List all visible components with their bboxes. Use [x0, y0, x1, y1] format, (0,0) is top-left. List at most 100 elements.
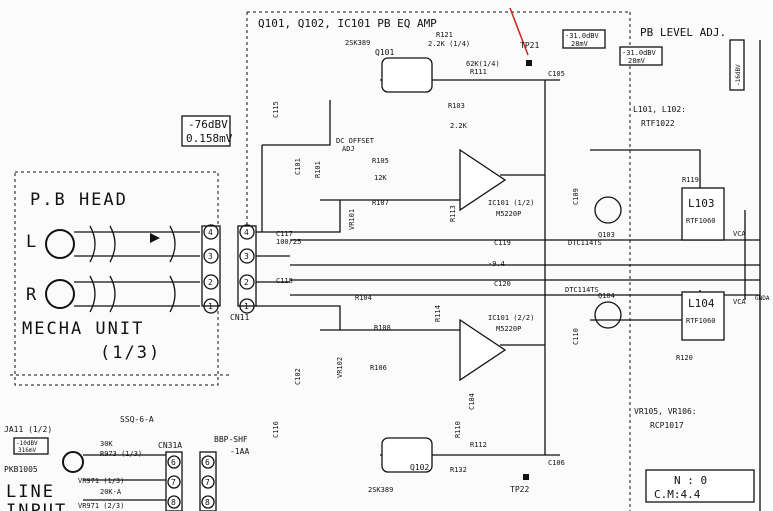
connector-pin	[239, 248, 255, 264]
vr105-part: RCP1017	[650, 421, 684, 430]
component-ref-c101: C101	[294, 158, 302, 175]
amp-traces	[320, 174, 545, 346]
connector-pin-number: 7	[205, 478, 210, 487]
ic101-b-symbol	[459, 318, 507, 382]
input-traces	[256, 200, 341, 330]
q102-part: 2SK389	[368, 486, 393, 494]
vca-bottom: VCA	[733, 298, 746, 306]
connector-pin-number: 8	[205, 498, 210, 507]
connector-pin	[203, 274, 219, 290]
line-label: LINE	[6, 482, 55, 502]
l104-label: L104	[688, 297, 715, 310]
head-coil-l	[45, 229, 75, 259]
tp22-label: TP22	[510, 485, 529, 494]
head-box	[14, 171, 219, 386]
bbp2-label: -1AA	[230, 447, 249, 456]
component-ref-c109: C109	[572, 188, 580, 205]
tp22-marker	[523, 474, 529, 480]
component-ref-r12k: 12K	[374, 174, 387, 182]
component-ref-r121v: 2.2K (1/4)	[428, 40, 470, 48]
input-label: INPUT	[6, 501, 67, 511]
ssq-label: SSQ-6-A	[120, 415, 154, 424]
q102-body	[381, 437, 433, 473]
connector-pin	[201, 475, 215, 489]
component-ref-vr971b: VR971 (2/3)	[78, 502, 124, 510]
component-ref-r111v: 62K(1/4)	[466, 60, 500, 68]
component-ref-c104: C104	[468, 393, 476, 410]
q103-label: Q103	[598, 231, 615, 239]
gnda-label: GNDA	[755, 295, 770, 302]
tp21-level-db: -31.0dBV	[565, 32, 600, 40]
component-ref-c106: C106	[548, 459, 565, 467]
ja11-jack	[62, 451, 84, 473]
connector-pin	[167, 475, 181, 489]
connector-pin	[203, 298, 219, 314]
head-r: R	[26, 285, 38, 305]
right-level-db: -31.0dBV	[622, 49, 657, 57]
q101-body	[381, 57, 433, 93]
component-ref-r107: R107	[372, 199, 389, 207]
ic101-a-symbol	[459, 148, 507, 212]
ic101-a-label: IC101 (1/2)	[488, 199, 534, 207]
vca-top: VCA	[733, 230, 746, 238]
trace-c115	[261, 100, 331, 232]
component-ref-r103v: 2.2K	[450, 122, 468, 130]
head-arrow	[150, 233, 160, 243]
component-ref-r114: R114	[434, 305, 442, 322]
q101-part: 2SK389	[345, 39, 370, 47]
connector-pin	[239, 274, 255, 290]
q104-symbol	[594, 301, 622, 329]
component-ref-r119: R119	[682, 176, 699, 184]
q103-symbol	[594, 196, 622, 224]
component-ref-r106: R106	[370, 364, 387, 372]
q103-part: DTC114TS	[568, 239, 602, 247]
tp21-marker	[526, 60, 532, 66]
input-level-mv: 0.158mV	[186, 132, 233, 145]
connector-pin-number: 3	[208, 252, 213, 261]
ja-traces	[83, 454, 170, 501]
input-level-db: -76dBV	[188, 118, 228, 131]
connector-pin	[239, 224, 255, 240]
note-cm: C.M:4.4	[654, 488, 701, 501]
l101-label: L101, L102:	[633, 105, 686, 114]
connector-pin-number: 4	[208, 228, 213, 237]
head-shields	[89, 225, 176, 313]
bbp-label: BBP-SHF	[214, 435, 248, 444]
l103-box	[681, 187, 725, 241]
component-ref-c118: C118	[276, 277, 293, 285]
connector-pin	[167, 455, 181, 469]
component-ref-r111: R111	[470, 68, 487, 76]
right-level-box	[619, 46, 663, 66]
bus-lines	[290, 239, 760, 296]
section-title: Q101, Q102, IC101 PB EQ AMP	[258, 17, 437, 30]
component-ref-r973: R973 (1/3)	[100, 450, 142, 458]
connector-pin-number: 2	[208, 278, 213, 287]
head-title: P.B HEAD	[30, 190, 128, 210]
vr105-label: VR105, VR106:	[634, 407, 697, 416]
note-box	[645, 469, 755, 503]
cn31-label: CN31A	[158, 441, 182, 450]
component-ref-r104: R104	[355, 294, 372, 302]
component-ref-r103: R103	[448, 102, 465, 110]
component-ref-c119: C119	[494, 239, 511, 247]
mecha-page: (1/3)	[100, 343, 161, 363]
component-ref-c120: C120	[494, 280, 511, 288]
connector-pin-number: 6	[171, 458, 176, 467]
component-ref-r105: R105	[372, 157, 389, 165]
connector-pin	[203, 224, 219, 240]
connector-pin-number: 1	[244, 302, 249, 311]
ja11-label: JA11 (1/2)	[4, 425, 52, 434]
connector-pin-number: 3	[244, 252, 249, 261]
connector-pin	[239, 298, 255, 314]
connector-pin-number: 1	[208, 302, 213, 311]
component-ref-c117: C117	[276, 230, 293, 238]
ic101-b-label: IC101 (2/2)	[488, 314, 534, 322]
connector-pin	[201, 495, 215, 509]
right-level-mv: 28mV	[628, 57, 646, 65]
connector-pin-number: 4	[244, 228, 249, 237]
neg-rail: -9.4	[488, 260, 505, 268]
far-level-db: -16dBV	[735, 64, 742, 86]
component-ref-r112: R112	[470, 441, 487, 449]
